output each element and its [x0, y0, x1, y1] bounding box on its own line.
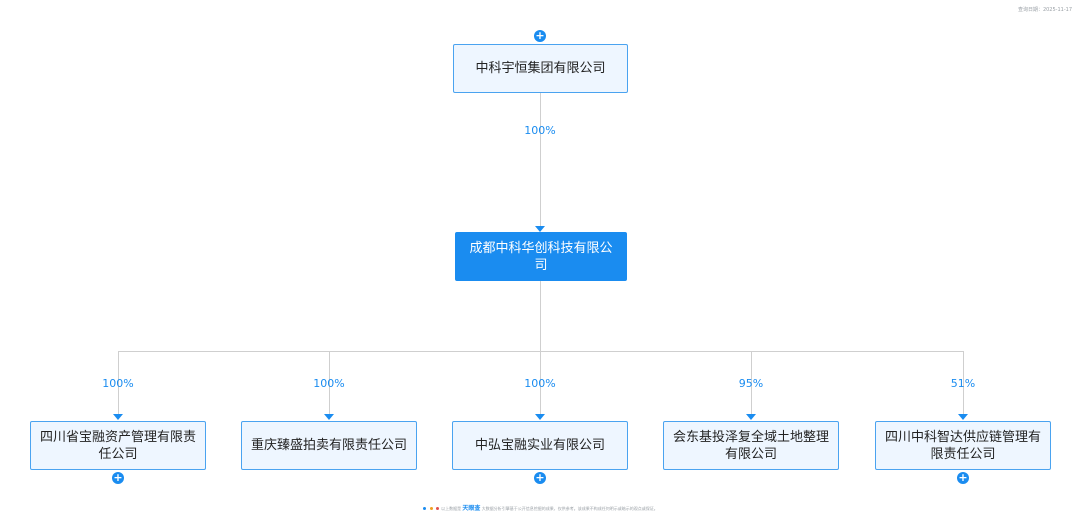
- footer-disclaimer: 以上数据是 天眼查 大数据分析引擎基于公开信息挖掘的成果，仅供参考。该成果不构成…: [0, 503, 1080, 512]
- footer-text-after: 大数据分析引擎基于公开信息挖掘的成果，仅供参考。该成果不构成任何明示或暗示的观点…: [481, 506, 658, 511]
- subsidiary-percent-2: 100%: [524, 377, 556, 390]
- legend-dot-icon: [435, 507, 439, 510]
- subsidiary-percent-1: 100%: [313, 377, 345, 390]
- subsidiary-percent-0: 100%: [102, 377, 134, 390]
- subsidiary-name-1: 重庆臻盛拍卖有限责任公司: [250, 438, 407, 453]
- expand-up-icon[interactable]: +: [534, 29, 546, 42]
- arrow-sub-0: [113, 414, 123, 420]
- subsidiary-percent-3: 95%: [738, 377, 764, 390]
- footer-text-before: 以上数据是: [441, 506, 462, 511]
- connector-sub-2: [540, 351, 541, 415]
- expand-down-icon-4[interactable]: +: [957, 471, 969, 484]
- connector-sub-4: [963, 351, 964, 415]
- subsidiary-name-4: 四川中科智达供应链管理有限责任公司: [884, 429, 1041, 462]
- connector-horizontal: [118, 351, 964, 352]
- shareholder-node[interactable]: 中科宇恒集团有限公司: [453, 44, 628, 93]
- main-company-name: 成都中科华创科技有限公司: [469, 240, 613, 273]
- subsidiary-name-3: 会东基投泽复全域土地整理有限公司: [672, 429, 829, 462]
- connector-sub-1: [329, 351, 330, 415]
- subsidiary-node-3[interactable]: 会东基投泽复全域土地整理有限公司: [663, 421, 839, 470]
- subsidiary-percent-4: 51%: [950, 377, 976, 390]
- subsidiary-node-2[interactable]: 中弘宝融实业有限公司: [452, 421, 628, 470]
- subsidiary-node-1[interactable]: 重庆臻盛拍卖有限责任公司: [241, 421, 417, 470]
- legend-dot-icon: [423, 507, 427, 510]
- arrow-sub-4: [958, 414, 968, 420]
- subsidiary-name-2: 中弘宝融实业有限公司: [474, 438, 605, 453]
- connector-sub-3: [751, 351, 752, 415]
- shareholder-percent: 100%: [524, 124, 556, 137]
- arrow-to-main: [535, 226, 545, 232]
- footer-brand-logo: 天眼查: [462, 505, 481, 512]
- subsidiary-node-4[interactable]: 四川中科智达供应链管理有限责任公司: [875, 421, 1051, 470]
- connector-sub-0: [118, 351, 119, 415]
- subsidiary-node-0[interactable]: 四川省宝融资产管理有限责任公司: [30, 421, 206, 470]
- shareholder-name: 中科宇恒集团有限公司: [475, 61, 606, 76]
- subsidiary-name-0: 四川省宝融资产管理有限责任公司: [39, 429, 196, 462]
- expand-down-icon-0[interactable]: +: [112, 471, 124, 484]
- main-company-node[interactable]: 成都中科华创科技有限公司: [455, 232, 627, 281]
- connector-top: [540, 93, 541, 227]
- arrow-sub-2: [535, 414, 545, 420]
- query-date: 查询日期：2025-11-17: [1017, 7, 1072, 13]
- arrow-sub-1: [324, 414, 334, 420]
- expand-down-icon-2[interactable]: +: [534, 471, 546, 484]
- legend-dot-icon: [429, 507, 433, 510]
- connector-main-down: [540, 281, 541, 351]
- arrow-sub-3: [746, 414, 756, 420]
